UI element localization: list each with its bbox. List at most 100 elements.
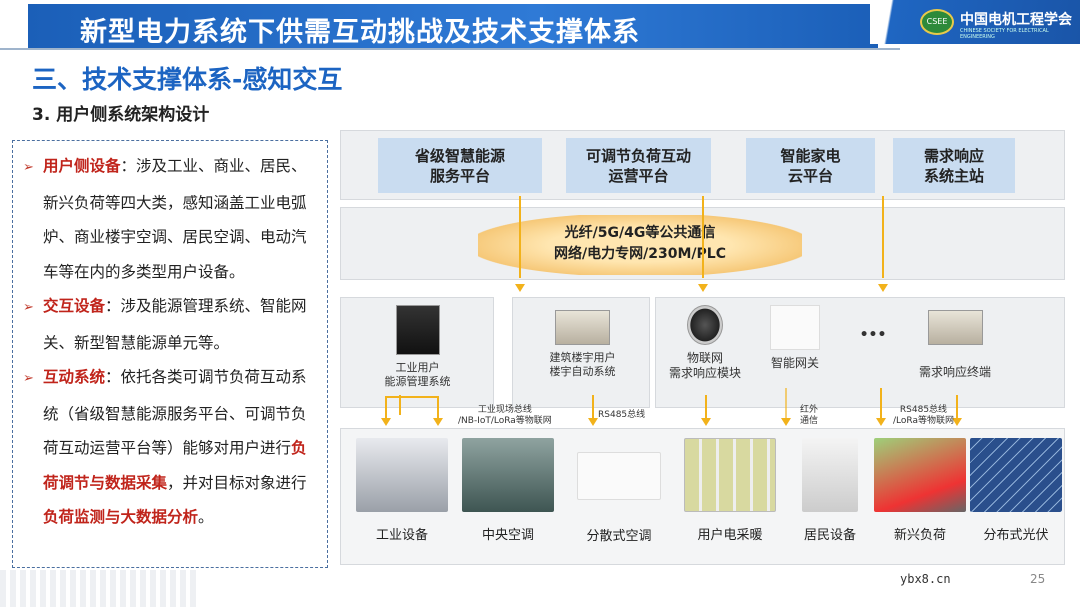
equipment-central-ac: 中央空调 bbox=[462, 438, 554, 543]
equipment-pv: 分布式光伏 bbox=[970, 438, 1062, 543]
equipment-split-ac: 分散式空调 bbox=[573, 438, 665, 544]
page-number: 25 bbox=[1030, 572, 1046, 586]
equipment-label: 居民设备 bbox=[803, 528, 856, 543]
link-label: /NB-IoT/LoRa等物联网 bbox=[458, 416, 552, 426]
platform-label: 可调节负荷互动 bbox=[585, 146, 691, 165]
socket-icon bbox=[770, 305, 820, 350]
equipment-label: 分散式空调 bbox=[586, 529, 652, 544]
ellipsis: ••• bbox=[859, 327, 887, 343]
arrow-down-icon bbox=[878, 284, 888, 292]
bullet-user-devices: ➢用户侧设备：涉及工业、商业、居民、新兴负荷等四大类，感知涵盖工业电弧炉、商业楼… bbox=[23, 149, 319, 289]
arrow-bullet-icon: ➢ bbox=[23, 300, 34, 315]
csee-logo: CSEE 中国电机工程学会 CHINESE SOCIETY FOR ELECTR… bbox=[870, 0, 1080, 44]
arrow-down-icon bbox=[433, 418, 443, 426]
equipment-industrial: 工业设备 bbox=[356, 438, 448, 543]
watermark: ybx8.cn bbox=[900, 572, 951, 586]
platform-provincial: 省级智慧能源服务平台 bbox=[378, 138, 542, 193]
bullet-text: ：依托各类可调节负荷互动系统（省级智慧能源服务平台、可调节负荷互动运营平台等）能… bbox=[43, 368, 307, 457]
equipment-label: 工业设备 bbox=[375, 528, 428, 543]
equipment-label: 中央空调 bbox=[481, 528, 534, 543]
connector bbox=[399, 395, 401, 415]
chiller-icon bbox=[462, 438, 554, 512]
device-dr-terminal: 需求响应终端 bbox=[905, 310, 1005, 379]
equipment-residential: 居民设备 bbox=[790, 438, 870, 543]
device-iot-module: 物联网需求响应模块 bbox=[660, 305, 750, 381]
device-label: 能源管理系统 bbox=[384, 375, 451, 388]
connector bbox=[385, 396, 437, 398]
arrow-bullet-icon: ➢ bbox=[23, 371, 34, 386]
bullet-text: ，并对目标对象进行 bbox=[167, 473, 307, 492]
device-label: 建筑楼宇用户 bbox=[549, 351, 616, 364]
bullet-text: ：涉及工业、商业、居民、新兴负荷等四大类，感知涵盖工业电弧炉、商业楼宇空调、居民… bbox=[43, 157, 307, 281]
connector bbox=[702, 196, 704, 278]
bullet-interaction-systems: ➢ 互动系统：依托各类可调节负荷互动系统（省级智慧能源服务平台、可调节负荷互动运营… bbox=[23, 360, 319, 535]
ev-icon bbox=[874, 438, 966, 512]
link-label: RS485总线 bbox=[899, 405, 948, 415]
arrow-down-icon bbox=[698, 284, 708, 292]
description-panel: ➢用户侧设备：涉及工业、商业、居民、新兴负荷等四大类，感知涵盖工业电弧炉、商业楼… bbox=[12, 140, 328, 568]
arrow-down-icon bbox=[952, 418, 962, 426]
device-label: 工业用户 bbox=[395, 361, 440, 374]
platform-label: 省级智慧能源 bbox=[414, 146, 505, 165]
heater-icon bbox=[684, 438, 776, 512]
server-icon bbox=[395, 305, 440, 355]
platform-demand-response: 需求响应系统主站 bbox=[893, 138, 1015, 193]
connector bbox=[519, 196, 521, 278]
platform-label: 系统主站 bbox=[923, 166, 984, 185]
network-cloud: 光纤/5G/4G等公共通信网络/电力专网/230M/PLC bbox=[478, 215, 802, 275]
bullet-text: ：涉及能源管理系统、智能网关、新型智慧能源单元等。 bbox=[43, 297, 307, 352]
equipment-label: 新兴负荷 bbox=[893, 528, 946, 543]
device-label: 需求响应终端 bbox=[918, 365, 991, 379]
connector bbox=[882, 196, 884, 278]
connector bbox=[592, 395, 594, 418]
logo-text: 中国电机工程学会 bbox=[960, 12, 1072, 28]
link-label-rs485-lora: RS485总线/LoRa等物联网 bbox=[893, 405, 954, 427]
platform-appliance-cloud: 智能家电云平台 bbox=[746, 138, 875, 193]
link-label: 通信 bbox=[800, 416, 819, 426]
platform-label: 云平台 bbox=[787, 166, 833, 185]
arrow-down-icon bbox=[876, 418, 886, 426]
platform-label: 服务平台 bbox=[429, 166, 490, 185]
solar-panel-icon bbox=[970, 438, 1062, 512]
terminal-icon bbox=[927, 310, 983, 345]
link-label: 工业现场总线 bbox=[477, 405, 532, 415]
connector bbox=[437, 396, 439, 418]
iot-module-icon bbox=[687, 305, 723, 345]
bullet-interaction-devices: ➢ 交互设备：涉及能源管理系统、智能网关、新型智慧能源单元等。 bbox=[23, 289, 319, 360]
title-bar bbox=[28, 4, 878, 48]
link-label-fieldbus: 工业现场总线/NB-IoT/LoRa等物联网 bbox=[458, 405, 552, 427]
connector bbox=[880, 388, 882, 418]
device-ems: 工业用户能源管理系统 bbox=[370, 305, 465, 389]
logo-subtext: CHINESE SOCIETY FOR ELECTRICAL ENGINEERI… bbox=[960, 28, 1049, 40]
arrow-bullet-icon: ➢ bbox=[23, 160, 34, 175]
section-title: 三、技术支撑体系-感知交互 bbox=[32, 65, 343, 94]
bullet-heading: 交互设备 bbox=[43, 297, 106, 315]
device-label: 楼宇自动系统 bbox=[549, 365, 616, 378]
device-label: 智能网关 bbox=[770, 356, 819, 370]
equipment-electric-heating: 用户电采暖 bbox=[684, 438, 776, 543]
connector bbox=[785, 388, 787, 418]
bullet-text: 。 bbox=[198, 508, 214, 526]
device-smart-gateway: 智能网关 bbox=[755, 305, 835, 370]
factory-icon bbox=[356, 438, 448, 512]
connector bbox=[385, 396, 387, 418]
link-label-rs485: RS485总线 bbox=[598, 410, 646, 420]
divider bbox=[0, 48, 900, 50]
equipment-label: 分布式光伏 bbox=[983, 528, 1049, 543]
platform-label: 需求响应 bbox=[923, 146, 984, 165]
highlight-text: 负荷监测与大数据分析 bbox=[43, 508, 199, 526]
connector bbox=[956, 395, 958, 418]
network-label: 光纤/5G/4G等公共通信 bbox=[564, 225, 716, 241]
bullet-heading: 互动系统 bbox=[43, 368, 106, 386]
device-bas: 建筑楼宇用户楼宇自动系统 bbox=[535, 310, 630, 379]
page-title: 新型电力系统下供需互动挑战及技术支撑体系 bbox=[80, 17, 640, 48]
platform-label: 智能家电 bbox=[780, 146, 841, 165]
equipment-emerging-load: 新兴负荷 bbox=[874, 438, 966, 543]
link-label-infrared: 红外通信 bbox=[800, 405, 818, 427]
air-conditioner-icon bbox=[577, 452, 661, 500]
device-label: 物联网 bbox=[686, 351, 723, 365]
arrow-down-icon bbox=[588, 418, 598, 426]
highlight-text: 负荷调节与数据采集 bbox=[43, 439, 307, 492]
link-label: 红外 bbox=[800, 405, 819, 415]
controller-icon bbox=[555, 310, 610, 345]
